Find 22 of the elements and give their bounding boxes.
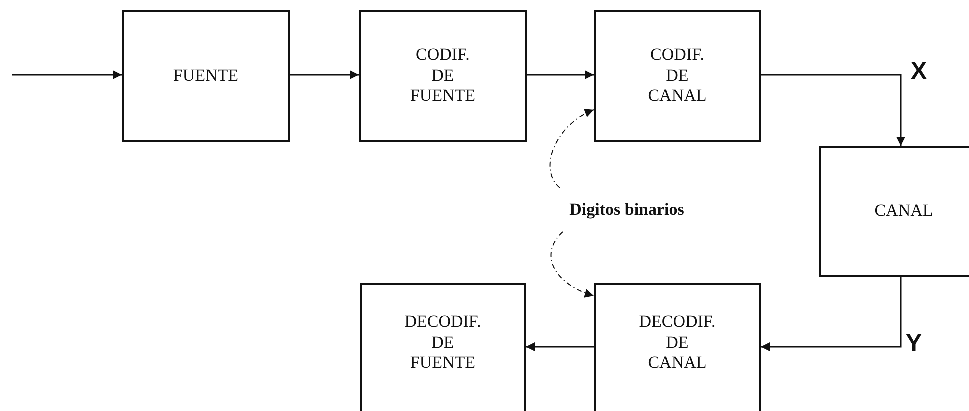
box-label: DECODIF. DE FUENTE [404,312,482,374]
process-box [594,283,761,411]
box-label: CODIF. DE CANAL [647,45,708,107]
process-box [819,146,969,277]
process-box [594,10,761,142]
arrow [527,70,594,80]
process-box [360,283,526,411]
box-label: CODIF. DE FUENTE [409,45,477,107]
box-label: CANAL [874,201,934,222]
leader-arrow [550,110,594,188]
arrow [290,70,359,80]
arrow [12,70,122,80]
signal-label: X [911,58,928,86]
arrow [526,342,594,352]
arrow [761,277,902,352]
box-label: DECODIF. DE CANAL [638,312,717,374]
process-box [359,10,527,142]
process-box [122,10,290,142]
leader-arrow [550,232,594,298]
box-label: FUENTE [172,66,240,86]
arrow [761,74,906,146]
signal-label: Y [906,330,922,358]
